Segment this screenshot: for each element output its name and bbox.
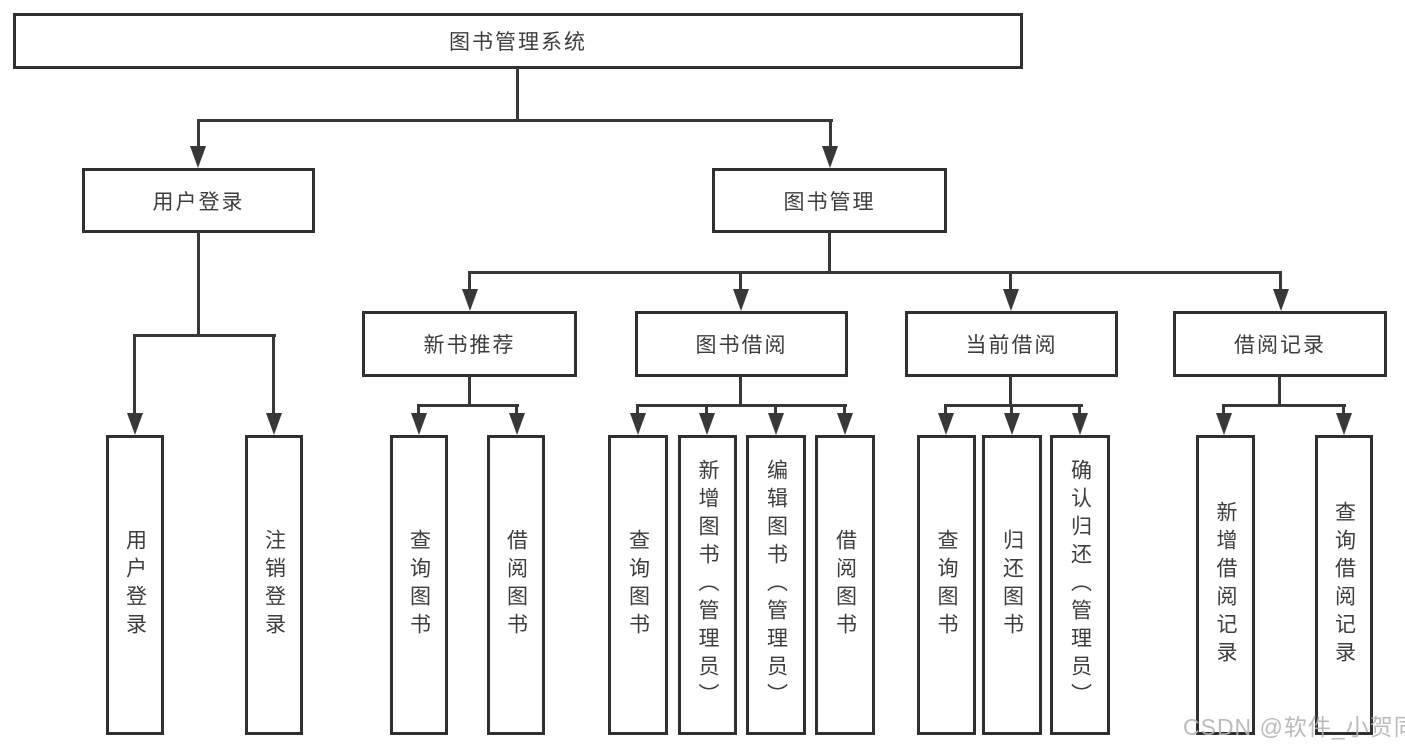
arrow-down-icon bbox=[699, 413, 715, 435]
arrow-down-icon bbox=[768, 413, 784, 435]
connector-line bbox=[828, 232, 831, 274]
arrow-down-icon bbox=[509, 413, 525, 435]
leaf-borrow-books-borrowing: 借阅图书 bbox=[815, 435, 875, 735]
connector-line bbox=[515, 404, 518, 416]
connector-line bbox=[1010, 404, 1013, 416]
connector-line bbox=[197, 119, 833, 122]
leaf-query-borrow-record: 查询借阅记录 bbox=[1315, 435, 1373, 735]
leaf-return-books: 归还图书 bbox=[982, 435, 1042, 735]
node-label: 新书推荐 bbox=[423, 334, 516, 357]
arrow-down-icon bbox=[630, 413, 646, 435]
arrow-down-icon bbox=[837, 413, 853, 435]
arrow-down-icon bbox=[266, 413, 282, 435]
leaf-add-books-admin: 新增图书（管理员） bbox=[678, 435, 737, 735]
connector-line bbox=[636, 404, 639, 416]
node-user-login: 用户登录 bbox=[82, 168, 315, 233]
node-label: 当前借阅 bbox=[965, 334, 1058, 357]
connector-line bbox=[417, 404, 420, 416]
node-label: 注销登录 bbox=[262, 529, 286, 641]
node-new-book-recommend: 新书推荐 bbox=[362, 311, 577, 377]
node-label: 查询借阅记录 bbox=[1332, 501, 1356, 669]
node-borrow-records: 借阅记录 bbox=[1173, 311, 1387, 377]
connector-line bbox=[1009, 376, 1012, 407]
leaf-query-books-current: 查询图书 bbox=[917, 435, 976, 735]
arrow-down-icon bbox=[127, 413, 143, 435]
connector-line bbox=[468, 271, 471, 294]
node-label: 图书借阅 bbox=[695, 334, 788, 357]
node-label: 新增图书（管理员） bbox=[696, 459, 719, 711]
arrow-down-icon bbox=[1072, 413, 1088, 435]
node-label: 确认归还（管理员） bbox=[1068, 459, 1092, 711]
connector-line bbox=[272, 334, 275, 417]
connector-line bbox=[944, 404, 947, 416]
arrow-down-icon bbox=[1004, 413, 1020, 435]
node-label: 借阅记录 bbox=[1234, 334, 1326, 357]
connector-line bbox=[1278, 375, 1281, 407]
leaf-edit-books-admin: 编辑图书（管理员） bbox=[746, 435, 806, 735]
connector-line bbox=[739, 376, 742, 407]
arrow-down-icon bbox=[462, 289, 478, 311]
arrow-down-icon bbox=[1003, 289, 1019, 311]
node-label: 图书管理系统 bbox=[449, 31, 587, 54]
connector-line bbox=[468, 271, 1282, 274]
arrow-down-icon bbox=[733, 289, 749, 311]
connector-line bbox=[133, 334, 136, 417]
arrow-down-icon bbox=[1216, 413, 1232, 435]
node-current-borrowing: 当前借阅 bbox=[905, 311, 1118, 377]
arrow-down-icon bbox=[822, 146, 838, 168]
node-label: 用户登录 bbox=[123, 529, 147, 641]
connector-line bbox=[636, 404, 847, 407]
leaf-borrow-books-recommend: 借阅图书 bbox=[487, 435, 545, 735]
arrow-down-icon bbox=[1273, 289, 1289, 311]
connector-line bbox=[774, 404, 777, 416]
connector-line bbox=[705, 404, 708, 416]
leaf-query-books-borrowing: 查询图书 bbox=[608, 435, 668, 735]
node-label: 编辑图书（管理员） bbox=[764, 459, 788, 711]
node-label: 借阅图书 bbox=[833, 529, 857, 641]
connector-line bbox=[843, 404, 846, 416]
connector-line bbox=[516, 68, 519, 122]
connector-line bbox=[468, 376, 471, 407]
node-label: 查询图书 bbox=[407, 529, 431, 641]
connector-line bbox=[1279, 271, 1282, 294]
connector-line bbox=[197, 232, 200, 337]
arrow-down-icon bbox=[1336, 413, 1352, 435]
node-label: 新增借阅记录 bbox=[1214, 501, 1237, 669]
node-label: 用户登录 bbox=[152, 190, 245, 214]
connector-line bbox=[133, 334, 276, 337]
node-label: 查询图书 bbox=[626, 529, 650, 641]
leaf-query-books-recommend: 查询图书 bbox=[390, 435, 448, 735]
connector-line bbox=[1078, 404, 1081, 416]
connector-line bbox=[1222, 404, 1225, 416]
connector-line bbox=[829, 119, 832, 150]
connector-line bbox=[197, 119, 200, 150]
arrow-down-icon bbox=[411, 413, 427, 435]
connector-line bbox=[1009, 271, 1012, 294]
arrow-down-icon bbox=[938, 413, 954, 435]
node-book-borrowing: 图书借阅 bbox=[635, 311, 848, 377]
leaf-logout: 注销登录 bbox=[245, 435, 303, 735]
connector-line bbox=[417, 404, 519, 407]
node-label: 归还图书 bbox=[1000, 529, 1024, 641]
leaf-user-login: 用户登录 bbox=[106, 435, 164, 735]
leaf-add-borrow-record: 新增借阅记录 bbox=[1196, 435, 1255, 735]
connector-line bbox=[1342, 404, 1345, 416]
node-book-management: 图书管理 bbox=[712, 168, 947, 233]
watermark: CSDN @软件_小贺同学 bbox=[1183, 714, 1405, 740]
node-label: 查询图书 bbox=[935, 529, 958, 641]
node-library-system: 图书管理系统 bbox=[13, 13, 1023, 69]
leaf-confirm-return-admin: 确认归还（管理员） bbox=[1050, 435, 1110, 735]
connector-line bbox=[944, 404, 1083, 407]
connector-line bbox=[1222, 404, 1346, 407]
arrow-down-icon bbox=[190, 146, 206, 168]
node-label: 借阅图书 bbox=[504, 529, 528, 641]
node-label: 图书管理 bbox=[783, 190, 876, 214]
connector-line bbox=[739, 271, 742, 294]
